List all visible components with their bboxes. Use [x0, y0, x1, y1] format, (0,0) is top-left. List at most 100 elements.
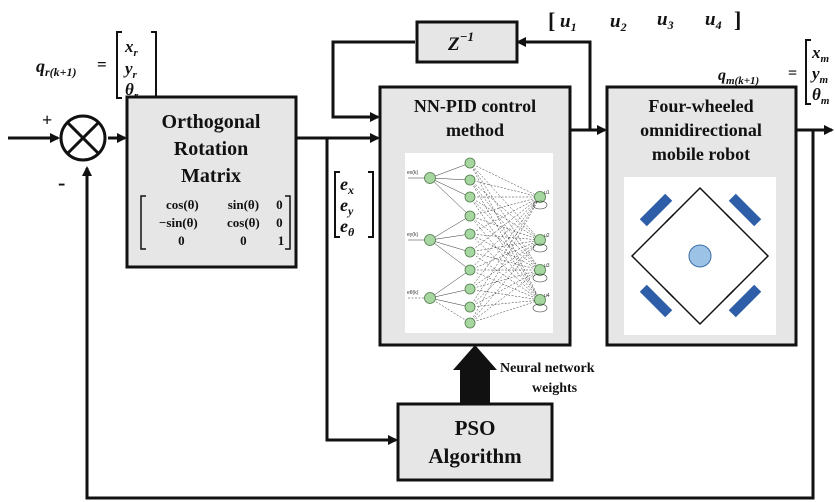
svg-text:ex: ex: [340, 174, 354, 197]
measured-vector: qm(k+1) = xm ym θm: [718, 39, 830, 107]
nn-connection: [469, 239, 541, 253]
delay-block: Z−1: [415, 20, 519, 64]
svg-text:ey: ey: [340, 195, 354, 218]
nn-connection: [469, 233, 541, 271]
neuron: [464, 264, 476, 276]
matrix-cell: cos(θ): [166, 197, 199, 212]
control-entry-sub: 3: [667, 18, 674, 32]
matrix-cell: 0: [178, 233, 185, 248]
control-vector: [ u1 u2 u3 u4 ]: [548, 7, 741, 34]
neuron: [534, 234, 546, 246]
control-entry-sub: 2: [620, 20, 627, 34]
neuron: [464, 301, 476, 313]
error-entry: e: [340, 174, 348, 194]
nn-connection: [429, 269, 471, 299]
nn-connection: [429, 177, 471, 217]
nn-connection: [469, 196, 541, 241]
robot-block: Four-wheeled omnidirectional mobile robo…: [605, 85, 798, 347]
nn-connection: [469, 162, 541, 271]
nn-connection: [469, 269, 541, 290]
robot-title-1: Four-wheeled: [648, 96, 753, 116]
nn-connection: [429, 239, 471, 253]
orthogonal-rotation-block: Orthogonal Rotation Matrix cos(θ) sin(θ)…: [125, 95, 298, 269]
control-open-bracket: [: [548, 8, 555, 33]
nn-connection: [469, 299, 541, 308]
matrix-cell: −sin(θ): [159, 215, 198, 230]
error-to-pso-arrow: [325, 138, 398, 445]
control-close-bracket: ]: [734, 7, 741, 32]
measured-entry-sub: m: [820, 74, 829, 86]
delay-exponent: −1: [460, 29, 474, 44]
nn-connection: [469, 239, 541, 271]
nn-connection: [469, 251, 541, 271]
summing-junction: + -: [42, 110, 107, 195]
control-entry-sub: 1: [571, 20, 577, 34]
measured-entry: θ: [812, 85, 821, 104]
nn-input-label: ex(k): [407, 170, 418, 176]
wheel-icon: [639, 284, 675, 318]
reference-vector: qr(k+1) = xr yr θr: [36, 31, 157, 102]
robot-title-3: mobile robot: [652, 144, 750, 164]
measured-q-sub: m(k+1): [726, 75, 759, 87]
neuron: [464, 246, 476, 258]
minus-sign: -: [58, 170, 65, 195]
control-to-delay-arrow: [516, 37, 592, 130]
neuron: [534, 191, 546, 203]
nn-connection: [429, 177, 471, 181]
recurrent-loop: [532, 243, 548, 253]
matrix-cell: 0: [240, 233, 247, 248]
svg-text:xm: xm: [811, 43, 830, 65]
measured-q: q: [718, 67, 726, 84]
neuron: [534, 264, 546, 276]
svg-text:Z−1: Z−1: [447, 29, 474, 55]
measured-entry: y: [810, 64, 820, 83]
nnpid-block: NN-PID control method ex(k) ey(k) eθ(k) u1 u…: [378, 85, 572, 347]
rotation-title-3: Matrix: [181, 165, 241, 187]
nn-connection: [429, 239, 471, 271]
reference-entry: x: [124, 37, 134, 56]
neuron: [464, 157, 476, 169]
reference-equals: =: [97, 55, 107, 74]
nnpid-title-1: NN-PID control: [414, 96, 536, 116]
control-entry: u: [560, 11, 571, 32]
nn-connection: [429, 215, 471, 241]
nn-connection: [469, 196, 541, 271]
robot-center: [688, 244, 712, 268]
rotation-title-2: Rotation: [174, 138, 248, 160]
nn-connection: [469, 196, 541, 253]
neuron: [464, 317, 476, 329]
wheel-icon: [725, 284, 762, 318]
delay-z: Z: [447, 34, 460, 55]
nn-connection: [429, 288, 471, 299]
neuron: [424, 234, 436, 246]
nn-connection: [429, 177, 471, 198]
robot-title-2: omnidirectional: [640, 120, 762, 140]
svg-text:cos(θ) sin(θ) 0: cos(θ) sin(θ) 0 −sin(θ) cos(θ) 0 0 0 1: [159, 197, 286, 248]
control-entry: u: [705, 9, 716, 30]
nn-connection: [469, 239, 541, 324]
neuron: [464, 283, 476, 295]
nn-connection: [469, 196, 541, 235]
neural-network-neurons: [424, 157, 548, 329]
recurrent-loop: [532, 200, 548, 210]
reference-q: q: [36, 56, 45, 76]
nnpid-title-2: method: [446, 120, 504, 140]
measured-entry: x: [811, 43, 821, 62]
nn-connection: [469, 196, 541, 217]
nn-input-label: ey(k): [407, 232, 418, 238]
neuron: [464, 210, 476, 222]
nn-connection: [469, 162, 541, 198]
svg-text:u4: u4: [705, 9, 722, 32]
neuron: [424, 172, 436, 184]
nn-output-label: u1: [544, 190, 550, 196]
error-entry: e: [340, 216, 348, 236]
nn-connection: [469, 162, 541, 301]
nn-input-label: eθ(k): [407, 290, 419, 296]
recurrent-loop: [532, 273, 548, 283]
error-entry-sub: x: [347, 183, 354, 197]
wheel-icon: [639, 193, 675, 227]
matrix-cell: cos(θ): [227, 215, 260, 230]
error-vector: ex ey eθ: [334, 171, 374, 239]
nn-output-label: u2: [544, 233, 550, 239]
